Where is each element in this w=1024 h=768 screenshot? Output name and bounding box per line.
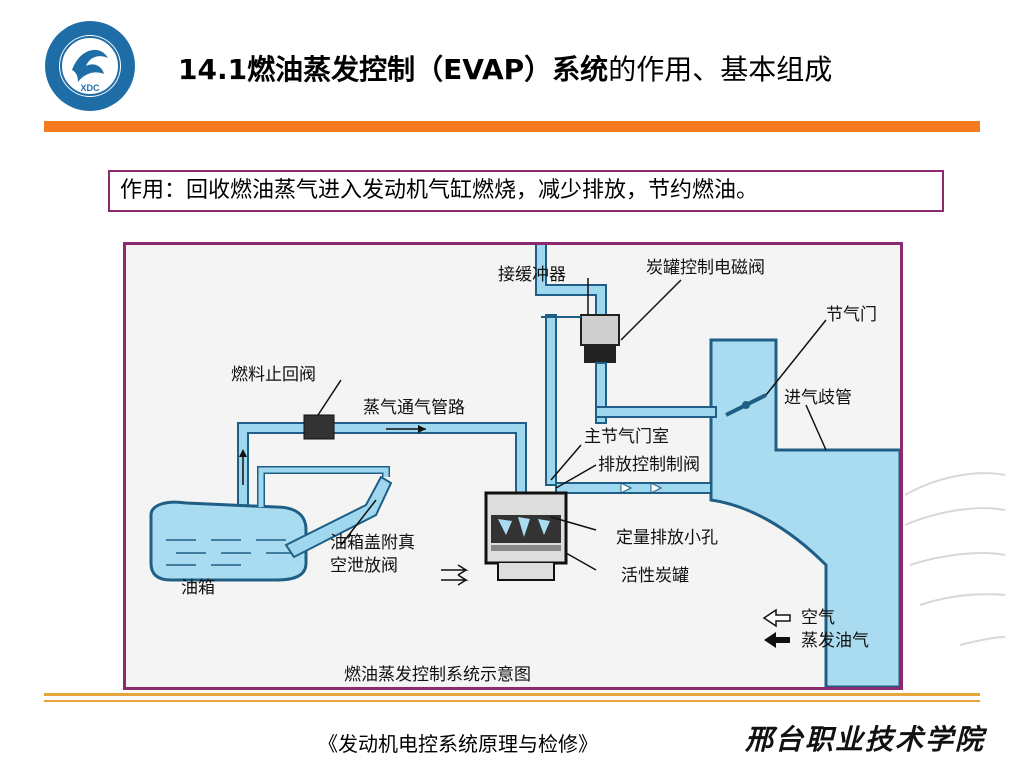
- solenoid-valve: [580, 314, 620, 346]
- label-solenoid: 炭罐控制电磁阀: [646, 258, 765, 278]
- solenoid-coil: [584, 345, 616, 363]
- title-part-1: 14.1燃油蒸发控制（EVAP）系统: [178, 53, 609, 86]
- label-vapor-line: 蒸气通气管路: [363, 398, 465, 418]
- label-filler-cap-valve-1: 油箱盖附真: [330, 533, 415, 553]
- label-canister: 活性炭罐: [621, 566, 689, 586]
- background-car-sketch: [904, 472, 1006, 646]
- title-divider: [44, 121, 980, 132]
- label-buffer: 接缓冲器: [498, 265, 566, 285]
- evap-diagram: 接缓冲器 炭罐控制电磁阀 节气门 燃料止回阀 蒸气通气管路 进气歧管 主节气门室…: [123, 242, 903, 690]
- purpose-statement: 作用：回收燃油蒸气进入发动机气缸燃烧，减少排放，节约燃油。: [108, 170, 944, 212]
- page-title: 14.1燃油蒸发控制（EVAP）系统的作用、基本组成: [178, 48, 832, 88]
- label-purge-valve: 排放控制制阀: [598, 455, 700, 475]
- footer-book-title: 《发动机电控系统原理与检修》: [318, 732, 598, 756]
- fuel-check-valve: [303, 414, 335, 440]
- legend-vapor-icon: [764, 632, 790, 648]
- label-filler-cap-valve-2: 空泄放阀: [330, 556, 398, 576]
- label-intake-manifold: 进气歧管: [784, 388, 852, 408]
- label-main-throttle-chamber: 主节气门室: [584, 427, 669, 447]
- label-fuel-check-valve: 燃料止回阀: [231, 365, 316, 385]
- title-part-2: 的作用、基本组成: [608, 53, 833, 86]
- footer-line-bottom: [44, 700, 980, 702]
- label-metering-orifice: 定量排放小孔: [616, 528, 718, 548]
- legend-air-label: 空气: [801, 608, 835, 628]
- label-fuel-tank: 油箱: [181, 578, 215, 598]
- evap-diagram-drawing: [149, 245, 900, 687]
- logo-initials: XDC: [80, 83, 100, 93]
- footer-school-logo: 邢台职业技术学院: [745, 723, 986, 756]
- college-logo: XDC: [42, 18, 138, 114]
- intake-manifold: [709, 338, 900, 687]
- diagram-caption: 燃油蒸发控制系统示意图: [344, 665, 531, 685]
- label-throttle: 节气门: [826, 305, 877, 325]
- legend-air-icon: [762, 608, 791, 628]
- fuel-tank: [149, 500, 308, 582]
- legend-vapor-label: 蒸发油气: [801, 631, 869, 651]
- footer-line-top: [44, 693, 980, 696]
- filler-neck: [284, 475, 393, 559]
